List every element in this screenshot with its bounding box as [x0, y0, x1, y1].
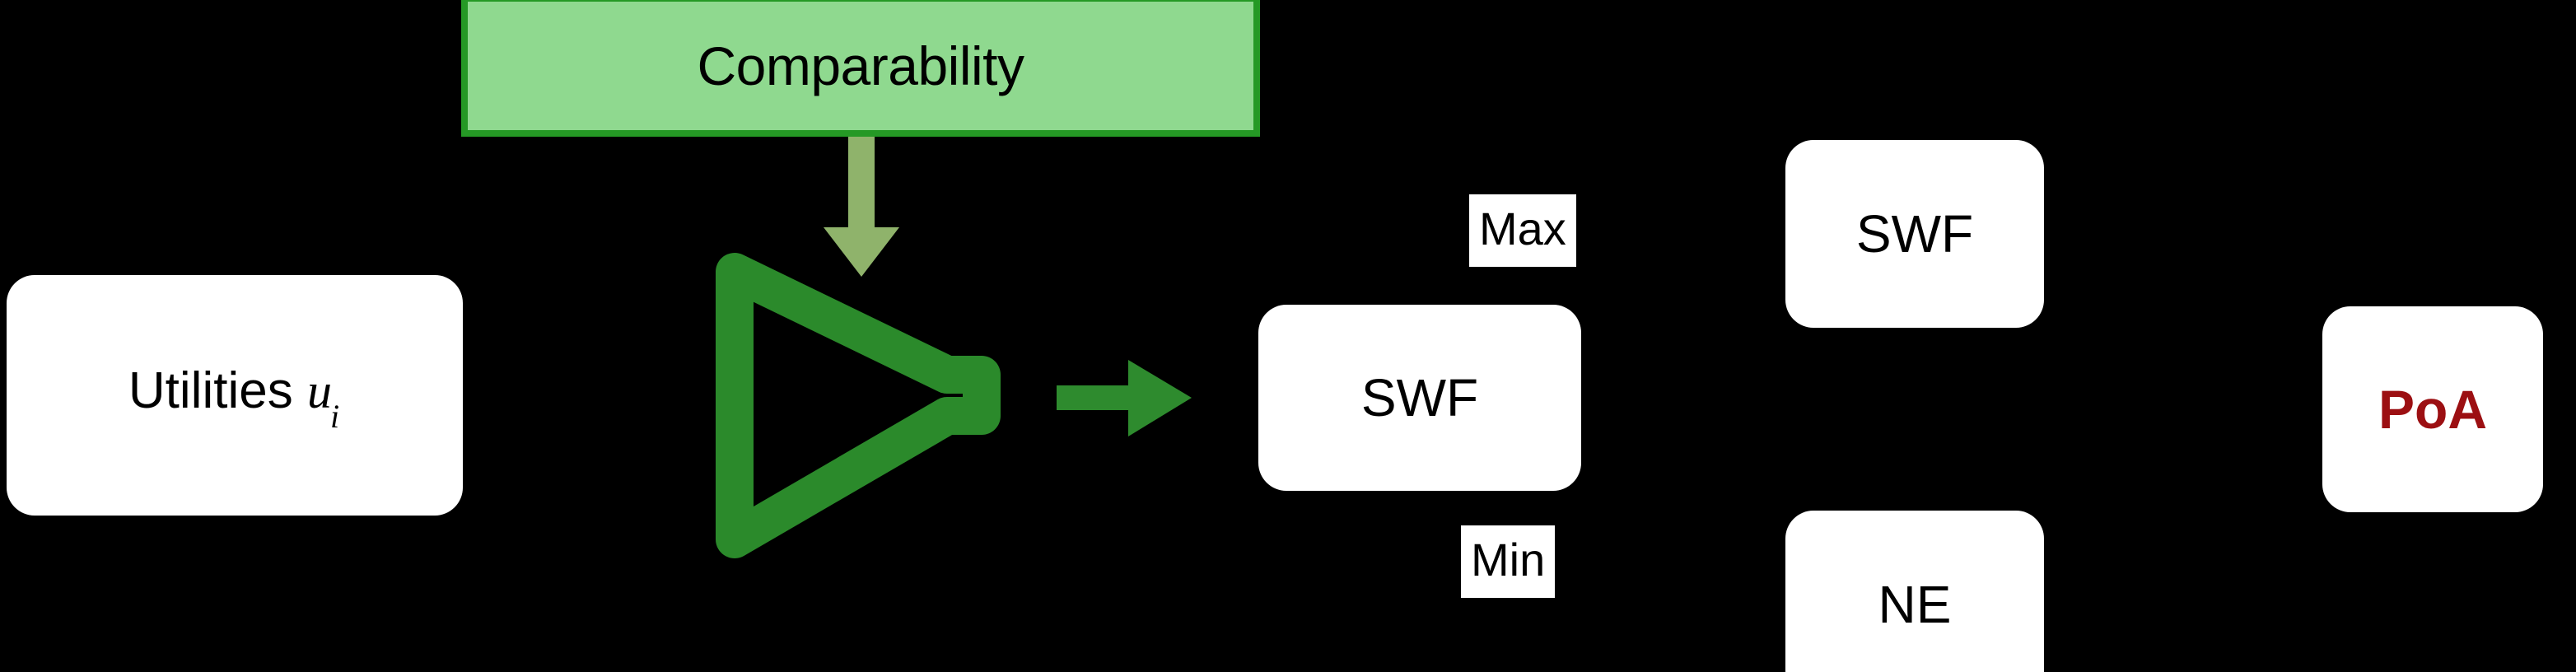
comparability-label: Comparability — [697, 35, 1024, 96]
utilities-label-text: Utilities — [128, 362, 293, 420]
arrow-right-icon — [1057, 360, 1192, 436]
utilities-label-variable: u — [306, 364, 332, 419]
swf-right-label: SWF — [1855, 204, 1974, 264]
swf-middle-label: SWF — [1360, 368, 1479, 427]
funnel-icon — [716, 253, 1001, 558]
min-edge-label: Min — [1461, 525, 1556, 598]
swf-middle-node[interactable]: SWF — [1258, 305, 1581, 491]
poa-node[interactable]: PoA — [2322, 306, 2543, 512]
min-edge-label-text: Min — [1471, 534, 1546, 586]
utilities-node[interactable]: Utilities ui — [7, 275, 463, 516]
arrow-down-icon — [824, 133, 899, 277]
max-edge-label-text: Max — [1479, 203, 1566, 254]
utilities-label-subscript: i — [329, 397, 340, 435]
comparability-node[interactable]: Comparability — [461, 0, 1260, 137]
utilities-label: Utilities ui — [128, 364, 341, 432]
swf-right-node[interactable]: SWF — [1785, 140, 2044, 328]
poa-label: PoA — [2378, 379, 2487, 440]
max-edge-label: Max — [1469, 194, 1576, 267]
ne-label: NE — [1878, 575, 1952, 634]
ne-node[interactable]: NE — [1785, 511, 2044, 672]
